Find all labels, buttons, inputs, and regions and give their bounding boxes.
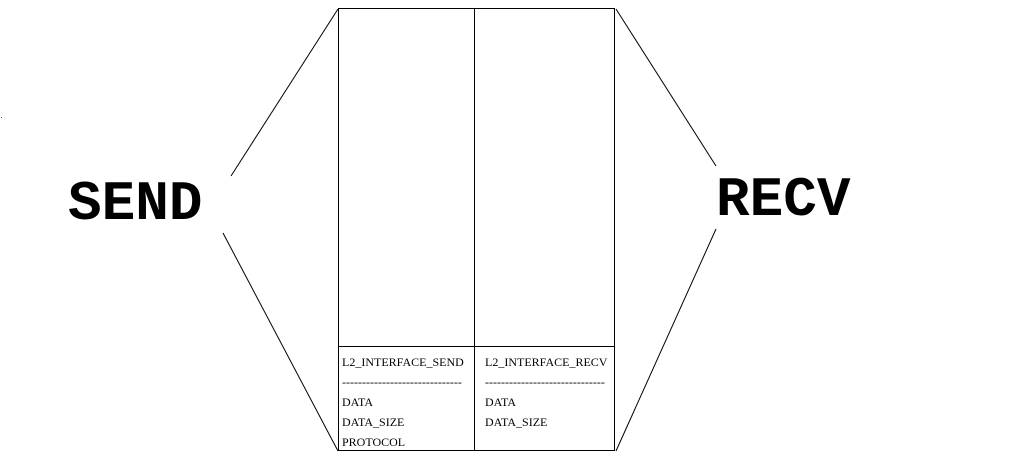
- interface-box: L2_INTERFACE_SEND ----------------------…: [338, 8, 615, 451]
- send-struct-name: L2_INTERFACE_SEND: [342, 355, 464, 369]
- send-struct-cell: L2_INTERFACE_SEND ----------------------…: [342, 352, 464, 452]
- send-label: SEND: [68, 172, 203, 236]
- box-vertical-divider: [474, 9, 475, 450]
- box-horizontal-divider: [339, 346, 614, 347]
- send-lower-connector: [222, 232, 339, 452]
- recv-struct-name: L2_INTERFACE_RECV: [485, 355, 608, 369]
- send-upper-connector: [230, 8, 339, 177]
- recv-label: RECV: [716, 168, 851, 232]
- stray-dot: [1, 117, 2, 118]
- send-field-protocol: PROTOCOL: [342, 435, 406, 449]
- send-field-data: DATA: [342, 395, 374, 409]
- recv-lower-connector: [615, 228, 717, 452]
- recv-struct-cell: L2_INTERFACE_RECV ----------------------…: [485, 352, 607, 432]
- send-field-data-size: DATA_SIZE: [342, 415, 405, 429]
- recv-struct-separator: ------------------------------: [485, 375, 605, 389]
- recv-field-data: DATA: [485, 395, 517, 409]
- recv-field-data-size: DATA_SIZE: [485, 415, 548, 429]
- send-struct-separator: ------------------------------: [342, 375, 462, 389]
- recv-upper-connector: [615, 8, 717, 167]
